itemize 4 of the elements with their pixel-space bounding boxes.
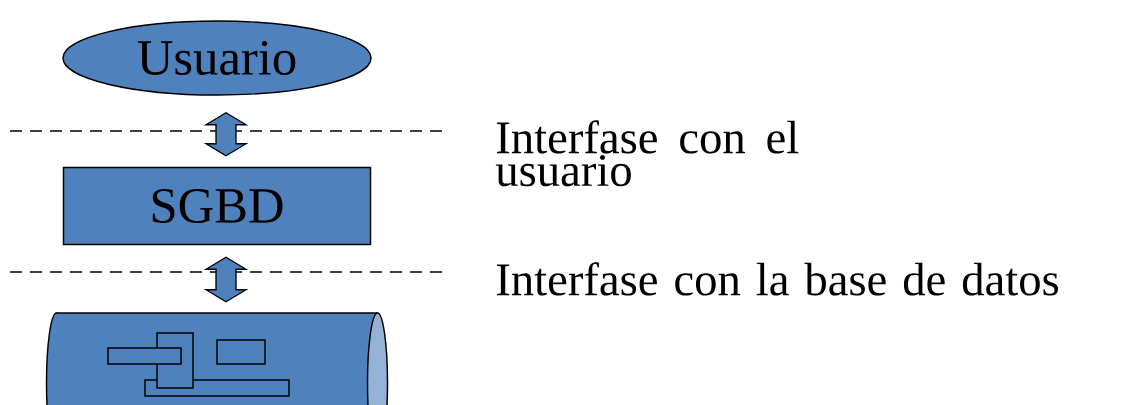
double-arrow (203, 256, 249, 303)
process-box: SGBD (62, 166, 372, 246)
label-text: Interfase con el usuario (495, 120, 799, 187)
label-text: Interfase con la base de datos (496, 262, 1059, 296)
